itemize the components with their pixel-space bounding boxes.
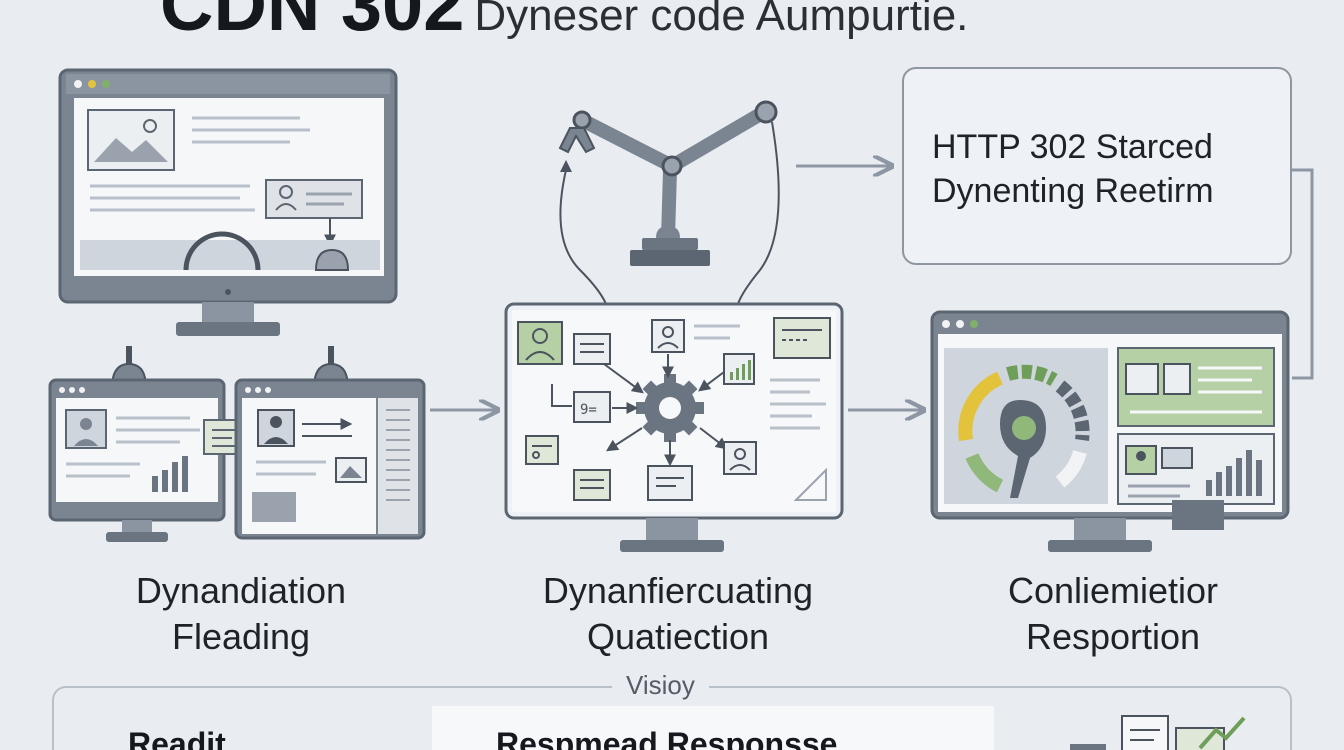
terminal-node-icon: [773, 317, 831, 359]
callout-line-2: Dynenting Reetirm: [932, 172, 1214, 210]
doc-node-icon: [573, 469, 611, 501]
stage-3-line-1: Conliemietior: [1007, 570, 1219, 611]
stage-3-line-2: Resportion: [1025, 616, 1201, 657]
doc-node-icon: [573, 333, 611, 365]
flow-arrows: [430, 166, 1314, 410]
form-node-icon: [525, 435, 559, 465]
resize-handle-icon: [793, 467, 827, 501]
window-dot-icon: [942, 320, 950, 328]
bottom-center-heading: Respmead Responsse: [496, 726, 838, 750]
stage-1-line-2: Fleading: [171, 616, 311, 657]
window-dot-icon: [74, 80, 82, 88]
window-dot-icon: [970, 320, 978, 328]
gauge-icon: [958, 364, 1090, 493]
title-main: CDN 302: [160, 0, 465, 46]
http-302-callout: HTTP 302 Starced Dynenting Reetirm: [902, 67, 1292, 265]
left-monitors: [48, 346, 426, 542]
stage-2-line-2: Quatiection: [586, 616, 770, 657]
window-dot-icon: [88, 80, 96, 88]
top-monitor: [58, 68, 398, 336]
window-dot-icon: [956, 320, 964, 328]
stage-2-line-1: Dynanfiercuating: [542, 570, 814, 611]
right-monitor: [930, 310, 1290, 552]
code-node-icon: [573, 391, 611, 423]
stage-label-3: Conliemietior Resportion: [968, 568, 1258, 660]
bottom-center-panel: [432, 706, 994, 750]
message-node-icon: [647, 465, 693, 501]
callout-line-1: HTTP 302 Starced: [932, 128, 1213, 166]
section-label: Visioy: [612, 670, 709, 701]
center-monitor: 9=: [504, 302, 844, 552]
stage-label-2: Dynanfiercuating Quatiection: [500, 568, 856, 660]
growth-chart-icon: [1070, 715, 1246, 750]
window-dot-icon: [102, 80, 110, 88]
robot-arm-icon: [558, 100, 780, 305]
svg-text:9=: 9=: [580, 402, 597, 418]
bottom-left-heading: Readit: [128, 726, 226, 750]
stage-label-1: Dynandiation Fleading: [96, 568, 386, 660]
profile-card-icon: [265, 179, 363, 219]
stage-1-line-1: Dynandiation: [135, 570, 347, 611]
title-sub: Dyneser code Aumpurtie.: [474, 0, 969, 40]
